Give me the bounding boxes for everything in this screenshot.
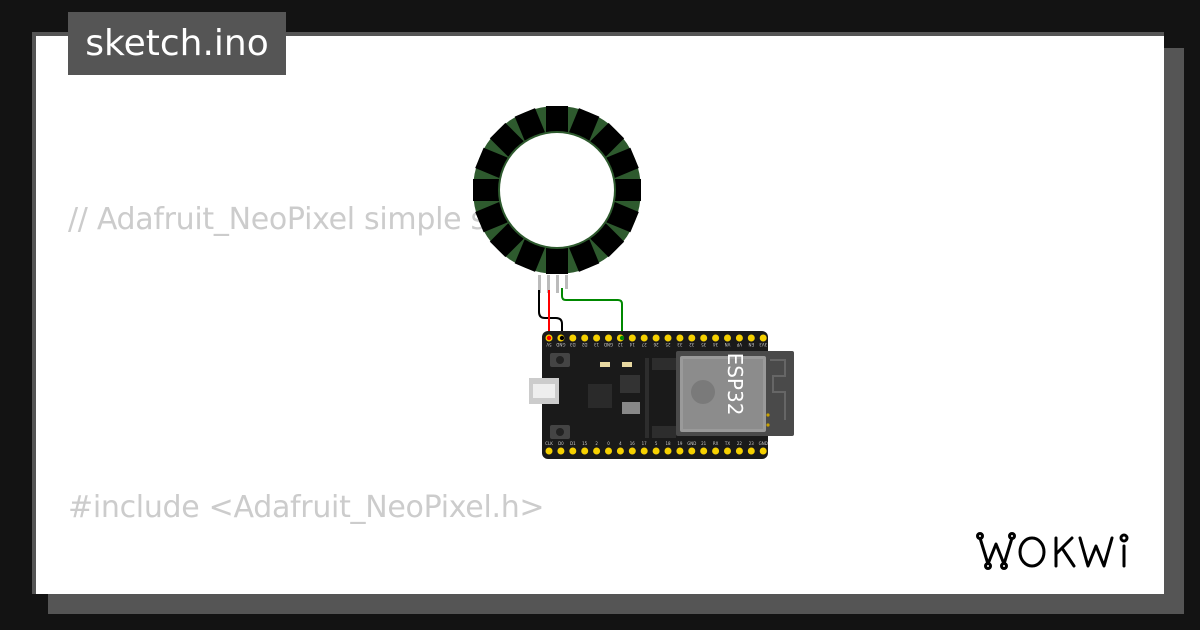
pin-rx[interactable] (712, 447, 720, 455)
pin-label: 2 (595, 441, 598, 446)
pin-label: 12 (617, 342, 623, 347)
neopixel-led (546, 248, 568, 274)
pin-label: 23 (749, 441, 755, 446)
pin-label: GND (556, 342, 565, 347)
pin-label: D2 (581, 342, 587, 347)
pin-23[interactable] (747, 447, 755, 455)
pin-label: 26 (653, 342, 659, 347)
pin-clk[interactable] (545, 447, 553, 455)
pin-label: VP (736, 342, 742, 347)
pin-label: 33 (677, 342, 683, 347)
pin-label: GND (759, 441, 768, 446)
pin-gnd[interactable] (688, 447, 696, 455)
pin-label: 5 (655, 441, 658, 446)
pin-27[interactable] (640, 334, 648, 342)
pin-19[interactable] (676, 447, 684, 455)
neopixel-led (569, 239, 600, 272)
pin-label: 21 (701, 441, 707, 446)
pin-21[interactable] (700, 447, 708, 455)
neopixel-led (569, 108, 600, 141)
pin-25[interactable] (664, 334, 672, 342)
pin-label: 0 (607, 441, 610, 446)
neopixel-ring[interactable] (473, 106, 641, 293)
pin-0[interactable] (605, 447, 612, 455)
pin-label: 34 (713, 342, 719, 347)
pin-label: 18 (665, 441, 671, 446)
pin-d0[interactable] (557, 447, 565, 455)
pin-label: 16 (630, 441, 636, 446)
pin-18[interactable] (664, 447, 672, 455)
pin-vp[interactable] (735, 334, 743, 342)
pin-label: TX (724, 441, 730, 446)
pin-en[interactable] (747, 334, 755, 342)
neopixel-led (475, 202, 508, 233)
neopixel-led (514, 108, 545, 141)
wokwi-logo[interactable] (976, 528, 1148, 576)
pin-34[interactable] (712, 334, 720, 342)
pin-tx[interactable] (724, 447, 731, 455)
pin-label: 14 (629, 342, 635, 347)
pin-gnd[interactable] (759, 447, 767, 455)
pin-22[interactable] (735, 447, 743, 455)
pin-17[interactable] (640, 447, 648, 455)
neopixel-led (473, 179, 499, 201)
pin-label: D0 (558, 441, 564, 446)
pin-16[interactable] (628, 447, 636, 455)
pin-label: 13 (594, 342, 600, 347)
pin-35[interactable] (700, 334, 708, 342)
pin-label: 22 (737, 441, 743, 446)
pin-2[interactable] (593, 447, 601, 455)
pin-label: 15 (582, 441, 588, 446)
neopixel-led (475, 147, 508, 178)
pin-vn[interactable] (724, 334, 731, 342)
pin-13[interactable] (593, 334, 601, 342)
wire-gnd (538, 290, 563, 340)
pin-label: GND (687, 441, 696, 446)
pin-3v3[interactable] (759, 334, 767, 342)
neopixel-led (606, 147, 639, 178)
pin-15[interactable] (581, 447, 589, 455)
pin-label: 17 (642, 441, 648, 446)
pin-label: D1 (570, 441, 576, 446)
pin-d3[interactable] (569, 334, 577, 342)
pin-label: GND (604, 342, 613, 347)
pin-label: VN (725, 342, 731, 347)
pin-label: CLK (545, 441, 553, 446)
neopixel-led (546, 106, 568, 132)
code-panel-inner: // Adafruit_NeoPixel simple sketch #incl… (36, 36, 1164, 594)
pin-label: 3V3 (759, 342, 767, 347)
pin-label: RX (713, 441, 719, 446)
pin-5[interactable] (652, 447, 660, 455)
wire-data (561, 288, 623, 340)
code-line: #include <Adafruit_NeoPixel.h> (68, 490, 545, 525)
pin-33[interactable] (676, 334, 684, 342)
pin-label: EN (749, 342, 755, 347)
pin-label: D3 (570, 342, 576, 347)
pin-32[interactable] (688, 334, 696, 342)
neopixel-led (514, 239, 545, 272)
neopixel-led (606, 202, 639, 233)
pin-4[interactable] (616, 447, 624, 455)
pin-label: 4 (619, 441, 622, 446)
pin-label: 5V (546, 342, 552, 347)
pin-d2[interactable] (581, 334, 589, 342)
pin-14[interactable] (628, 334, 636, 342)
esp32-chip-label: ESP32 (723, 353, 747, 416)
pin-label: 27 (641, 342, 647, 347)
file-tab-title[interactable]: sketch.ino (68, 12, 286, 75)
pin-label: 19 (677, 441, 683, 446)
pin-label: 25 (665, 342, 671, 347)
pin-26[interactable] (652, 334, 660, 342)
pin-gnd[interactable] (605, 334, 612, 342)
neopixel-led (615, 179, 641, 201)
pin-label: 35 (701, 342, 707, 347)
pin-label: 32 (689, 342, 695, 347)
pin-d1[interactable] (569, 447, 577, 455)
